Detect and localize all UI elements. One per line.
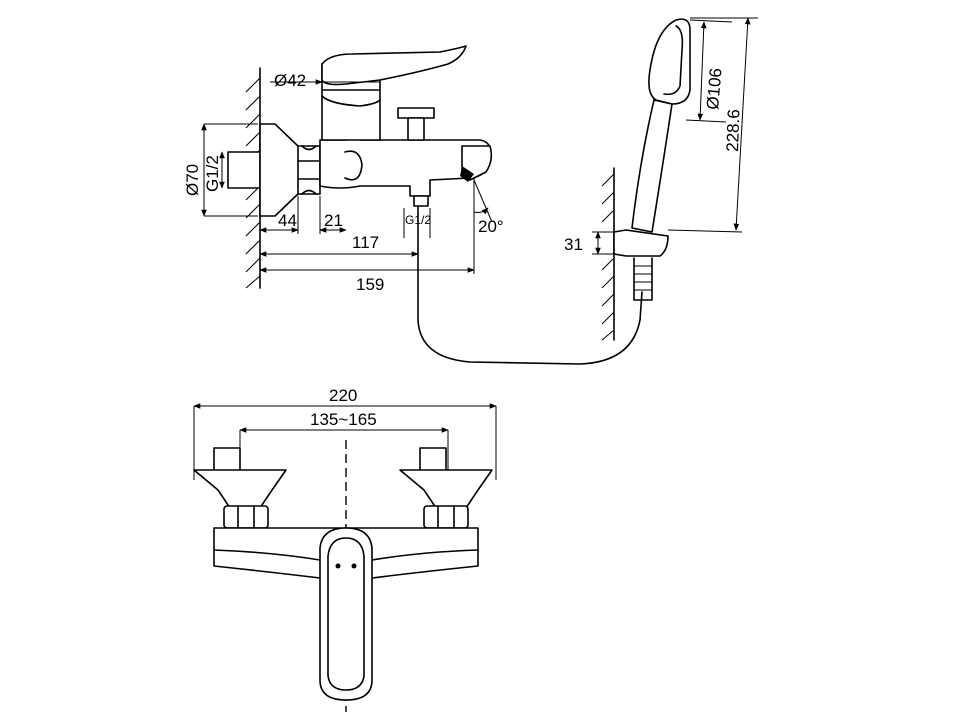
- handle-lever: [321, 45, 467, 86]
- shower-head: [648, 18, 691, 105]
- shower-handle: [631, 99, 673, 233]
- escutcheon: [259, 123, 301, 217]
- dim-d21: 21: [324, 211, 343, 230]
- dim-d220: 220: [329, 386, 357, 405]
- shower-hose: [417, 205, 643, 365]
- dim-d106: Ø106: [703, 67, 726, 110]
- dim-d42: Ø42: [274, 71, 306, 90]
- hex-nut: [297, 145, 321, 195]
- side-view: Ø42 Ø70 G1/2 44 21 G1/2 20° 117 159: [183, 45, 643, 365]
- right-inlet: [399, 447, 493, 529]
- dim-d117: 117: [352, 233, 379, 252]
- dim-d228: 228.6: [723, 109, 743, 152]
- dim-g12-bottom: G1/2: [405, 213, 431, 227]
- dim-d135-165: 135~165: [310, 410, 377, 429]
- dim-d70: Ø70: [183, 164, 202, 196]
- dim-d31: 31: [564, 235, 583, 254]
- diverter-knob: [397, 107, 435, 141]
- hand-shower-view: Ø106 228.6 31: [564, 17, 758, 341]
- dim-d44: 44: [278, 211, 297, 230]
- front-view: 220 135~165: [193, 386, 497, 712]
- shower-bracket: [613, 229, 669, 257]
- front-handle: [319, 527, 373, 701]
- dim-d159: 159: [356, 275, 384, 294]
- dim-g12-left: G1/2: [203, 155, 222, 192]
- left-inlet: [193, 447, 287, 529]
- dim-angle20: 20°: [478, 217, 504, 236]
